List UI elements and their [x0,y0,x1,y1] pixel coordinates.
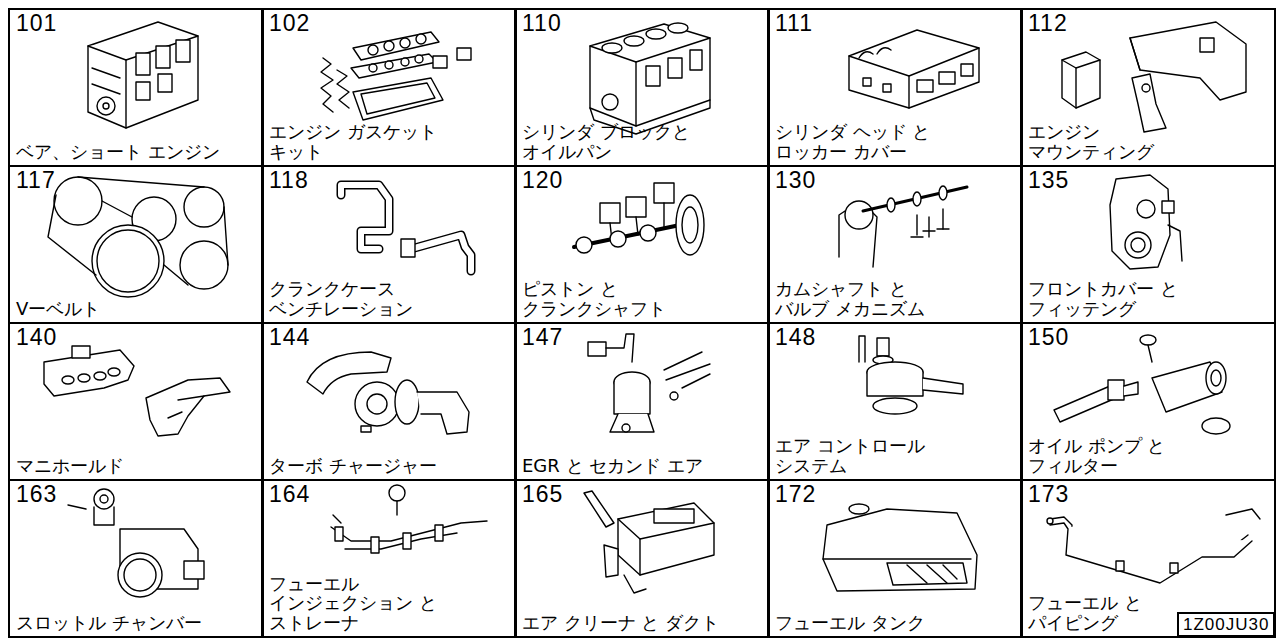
group-name: マニホールド [16,456,124,476]
group-name: オイル ポンプ と フィルター [1028,436,1223,476]
group-number: 111 [775,12,813,35]
group-number: 173 [1028,483,1069,506]
catalog-cell: 135 フロントカバー と フィッテング [1020,165,1276,324]
catalog-cell: 102 エンジン ガスケット キット [261,8,517,167]
group-number: 130 [775,169,816,192]
group-name: ターボ チャージャー [269,456,437,476]
group-name: ピストン と クランクシャフト [522,279,717,319]
group-number: 117 [16,169,56,192]
group-number: 101 [16,12,57,35]
group-name: フューエル タンク [775,613,925,633]
group-name: カムシャフト と バルブ メカニズム [775,279,965,319]
group-name: クランクケース ベンチレーション [269,279,464,319]
catalog-cell: 147EGR と セカンド エア [514,322,770,481]
catalog-cell: 120 ピストン と クランクシャフト [514,165,770,324]
group-name: ベア、ショート エンジン [16,142,220,162]
catalog-cell: 148 エア コントロール システム [767,322,1023,481]
catalog-cell: 172 フューエル タンク [767,479,1023,638]
group-name: シリンダ ヘッド と ロッカー カバー [775,122,970,162]
catalog-cell: 163 スロットル チャンバー [8,479,264,638]
catalog-cell: 150 オイル ポンプ と フィルター [1020,322,1276,481]
group-name: エンジン ガスケット キット [269,122,464,162]
group-number: 165 [522,483,563,506]
group-number: 147 [522,326,563,349]
group-number: 120 [522,169,563,192]
group-number: 148 [775,326,816,349]
group-number: 150 [1028,326,1069,349]
group-name: EGR と セカンド エア [522,456,703,476]
catalog-cell: 130 カムシャフト と バルブ メカニズム [767,165,1023,324]
catalog-cell: 110 シリンダ ブロックと オイルパン [514,8,770,167]
catalog-cell: 164 フューエル インジェクション と ストレーナ [261,479,517,638]
group-number: 112 [1028,12,1068,35]
catalog-cell: 112 エンジン マウンティング [1020,8,1276,167]
catalog-cell: 140 マニホールド [8,322,264,481]
group-name: Vーベルト [16,299,100,319]
group-name: エア クリーナ と ダクト [522,613,719,633]
group-name: フューエル インジェクション と ストレーナ [269,574,464,633]
group-number: 163 [16,483,57,506]
group-number: 144 [269,326,310,349]
group-name: フロントカバー と フィッテング [1028,279,1223,319]
group-name: シリンダ ブロックと オイルパン [522,122,717,162]
catalog-cell: 101 ベア、ショート エンジン [8,8,264,167]
group-name: エンジン マウンティング [1028,122,1168,162]
group-number: 164 [269,483,310,506]
group-number: 102 [269,12,310,35]
figure-code: 1Z00JU30 [1183,614,1269,635]
group-number: 110 [522,12,562,35]
group-name: エア コントロール システム [775,436,970,476]
group-number: 140 [16,326,57,349]
group-number: 118 [269,169,309,192]
group-number: 172 [775,483,816,506]
figure-code-box: 1Z00JU30 [1177,612,1275,637]
catalog-cell: 165 エア クリーナ と ダクト [514,479,770,638]
catalog-cell: 111 シリンダ ヘッド と ロッカー カバー [767,8,1023,167]
group-number: 135 [1028,169,1069,192]
catalog-cell: 144 ターボ チャージャー [261,322,517,481]
group-name: スロットル チャンバー [16,613,202,633]
catalog-cell: 118 クランクケース ベンチレーション [261,165,517,324]
catalog-cell: 117Vーベルト [8,165,264,324]
